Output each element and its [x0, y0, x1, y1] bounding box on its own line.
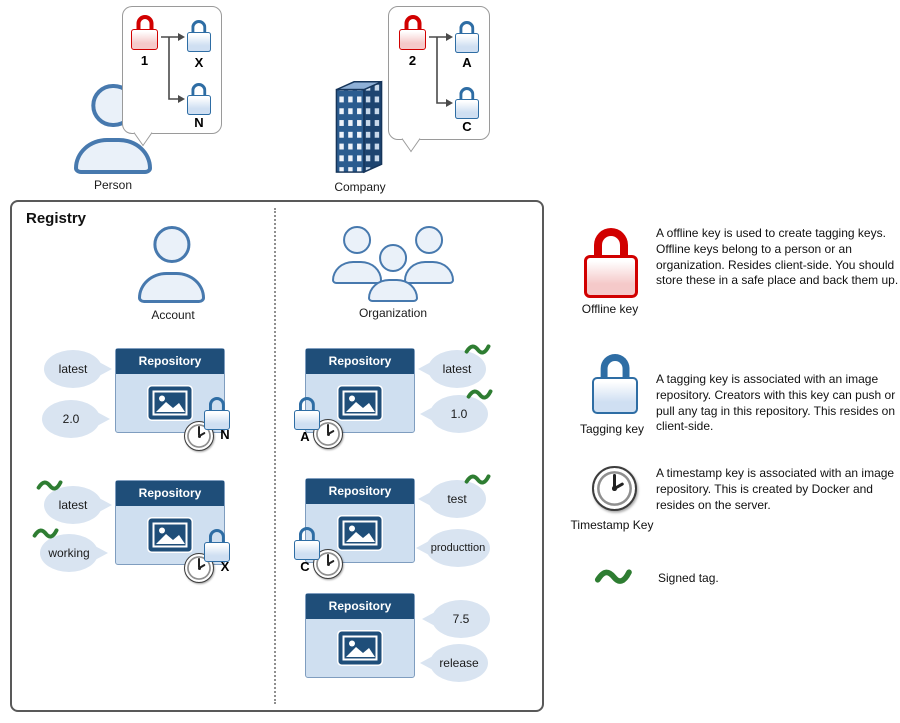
organization-label: Organization [358, 306, 428, 320]
tag-label: latest [442, 362, 472, 376]
tag-bubble: test [418, 480, 486, 518]
legend-tagging-key-label: Tagging key [579, 422, 645, 436]
legend-tagging-key-description: A tagging key is associated with an imag… [656, 372, 896, 434]
repository-header: Repository [306, 594, 414, 619]
legend-tagging-key-icon [592, 354, 638, 414]
tag-label: working [48, 546, 90, 560]
offline-key-icon [399, 15, 426, 50]
tag-label: latest [58, 362, 88, 376]
signed-tag-icon [464, 472, 492, 486]
tag-label: 2.0 [62, 412, 80, 426]
repository-image-icon [306, 504, 414, 561]
account-label: Account [151, 308, 195, 322]
tagging-key-icon [187, 20, 212, 52]
repository-card: Repository [305, 348, 415, 433]
signed-tag-icon [36, 478, 64, 492]
legend-timestamp-key-label: Timestamp Key [570, 518, 654, 532]
repo-tagging-key-letter: A [300, 429, 310, 444]
legend-offline-key-description: A offline key is used to create tagging … [656, 226, 899, 288]
legend-offline-key-icon [584, 228, 638, 298]
repository-card: Repository [305, 478, 415, 563]
legend-offline-key-label: Offline key [581, 302, 639, 316]
organization-member-icon [404, 226, 455, 284]
tag-label: latest [58, 498, 88, 512]
tagging-key-letter: N [194, 115, 204, 130]
tagging-key-letter: X [194, 55, 204, 70]
tag-bubble: 1.0 [420, 395, 488, 433]
tag-bubble: release [420, 644, 488, 682]
registry-divider [274, 208, 276, 704]
tag-bubble: latest [418, 350, 486, 388]
tagging-key-icon [455, 21, 480, 53]
legend-signed-tag-label: Signed tag. [658, 571, 719, 585]
tag-bubble: latest [44, 350, 112, 388]
repo-tagging-key-letter: N [220, 427, 230, 442]
repository-image-icon [306, 619, 414, 676]
tag-bubble: 7.5 [422, 600, 490, 638]
person-key-bubble: 1 X N [122, 6, 222, 147]
person-label: Person [93, 178, 133, 192]
repository-header: Repository [116, 349, 224, 374]
key-derivation-arrows [161, 33, 185, 103]
tag-label: test [447, 492, 467, 506]
tagging-key-letter: C [462, 119, 472, 134]
company-key-bubble: 2 A C [388, 6, 490, 153]
company-building-icon [326, 70, 392, 176]
repo-tagging-key-letter: X [220, 559, 230, 574]
legend-signed-tag-icon [594, 566, 634, 586]
tag-bubble: 2.0 [42, 400, 110, 438]
repo-tagging-key-icon [294, 397, 320, 431]
organization-member-icon [368, 244, 419, 302]
tag-label: 1.0 [450, 407, 468, 421]
signed-tag-icon [466, 387, 494, 401]
repository-image-icon [306, 374, 414, 431]
account-icon [138, 226, 206, 303]
key-derivation-arrows [429, 33, 453, 107]
legend-timestamp-key-description: A timestamp key is associated with an im… [656, 466, 895, 512]
organization-member-icon [332, 226, 383, 284]
tag-label: producttion [430, 542, 486, 554]
repo-tagging-key-icon [204, 529, 230, 563]
tagging-key-icon [187, 83, 212, 115]
tagging-key-letter: A [462, 55, 472, 70]
company-label: Company [334, 180, 386, 194]
repo-timestamp-icon [313, 549, 344, 580]
repository-image-icon [116, 374, 224, 431]
repo-tagging-key-icon [294, 527, 320, 561]
tagging-key-icon [455, 87, 480, 119]
registry-title: Registry [26, 210, 87, 227]
tag-bubble: producttion [416, 529, 490, 567]
legend-timestamp-key-icon [592, 466, 637, 511]
repository-card: Repository [305, 593, 415, 678]
offline-key-icon [131, 15, 158, 50]
repo-tagging-key-icon [204, 397, 230, 431]
repository-header: Repository [306, 349, 414, 374]
repository-header: Repository [306, 479, 414, 504]
tag-bubble: latest [44, 486, 112, 524]
offline-key-number: 1 [140, 53, 149, 68]
repo-timestamp-icon [313, 419, 344, 450]
offline-key-number: 2 [408, 53, 417, 68]
repository-image-icon [116, 506, 224, 563]
repo-tagging-key-letter: C [300, 559, 310, 574]
tag-label: 7.5 [452, 612, 470, 626]
tag-label: release [439, 656, 479, 670]
tag-bubble: working [40, 534, 108, 572]
signed-tag-icon [32, 526, 60, 540]
repository-card: Repository [115, 348, 225, 433]
repository-header: Repository [116, 481, 224, 506]
organization-icon-group [328, 224, 458, 306]
signed-tag-icon [464, 342, 492, 356]
